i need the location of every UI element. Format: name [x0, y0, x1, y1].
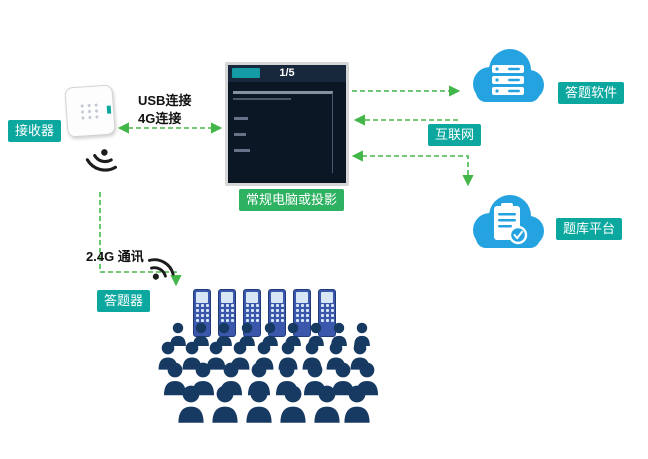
answer-software-label: 答题软件: [558, 82, 625, 104]
screen-vertical-divider: [332, 93, 333, 173]
screen-top-bar: 1/5: [228, 65, 346, 82]
clicker-keypad: [244, 304, 260, 322]
clicker-keypad: [319, 304, 335, 322]
internet-label: 互联网: [428, 124, 482, 146]
clicker-keypad: [194, 304, 210, 322]
clicker-screen: [296, 292, 308, 303]
4g-connection-label: 4G连接: [138, 111, 182, 126]
presentation-screen: 1/5: [225, 62, 349, 186]
clicker-label: 答题器: [97, 290, 151, 312]
answer-option-row: [234, 133, 246, 136]
answer-software-cloud-icon: [473, 49, 544, 102]
clicker-device: [318, 289, 336, 337]
clicker-screen: [271, 292, 283, 303]
clicker-screen: [246, 292, 258, 303]
receiver-device: [64, 84, 116, 138]
wireless-signal-icon: [85, 149, 117, 172]
clicker-screen: [196, 292, 208, 303]
clicker-device: [293, 289, 311, 337]
clicker-keypad: [294, 304, 310, 322]
screen-label: 常规电脑或投影: [239, 189, 345, 211]
receiver-port-light: [106, 105, 112, 114]
clicker-screen: [221, 292, 233, 303]
question-bank-cloud-icon: [473, 195, 544, 248]
question-page-indicator: 1/5: [279, 67, 295, 79]
audience-crowd: [158, 322, 379, 423]
2-4g-connection-label: 2.4G 通讯: [86, 249, 144, 264]
screen-action-chip: [232, 68, 260, 78]
clicker-screen: [321, 292, 333, 303]
clicker-keypad: [269, 304, 285, 322]
question-text-line: [233, 91, 333, 94]
answer-option-row: [234, 117, 248, 120]
checklist-icon: [494, 203, 528, 245]
answer-option-row: [234, 149, 250, 152]
question-text-line-2: [233, 98, 291, 100]
speaker-dots-icon: [80, 102, 99, 120]
link-screen-questionbank: [351, 150, 474, 187]
wireless-signal-icon: [147, 258, 175, 280]
usb-connection-label: USB连接: [138, 93, 192, 108]
server-stack-icon: [492, 65, 524, 95]
question-bank-label: 题库平台: [556, 218, 623, 240]
clicker-keypad: [219, 304, 235, 322]
receiver-label: 接收器: [8, 120, 62, 142]
